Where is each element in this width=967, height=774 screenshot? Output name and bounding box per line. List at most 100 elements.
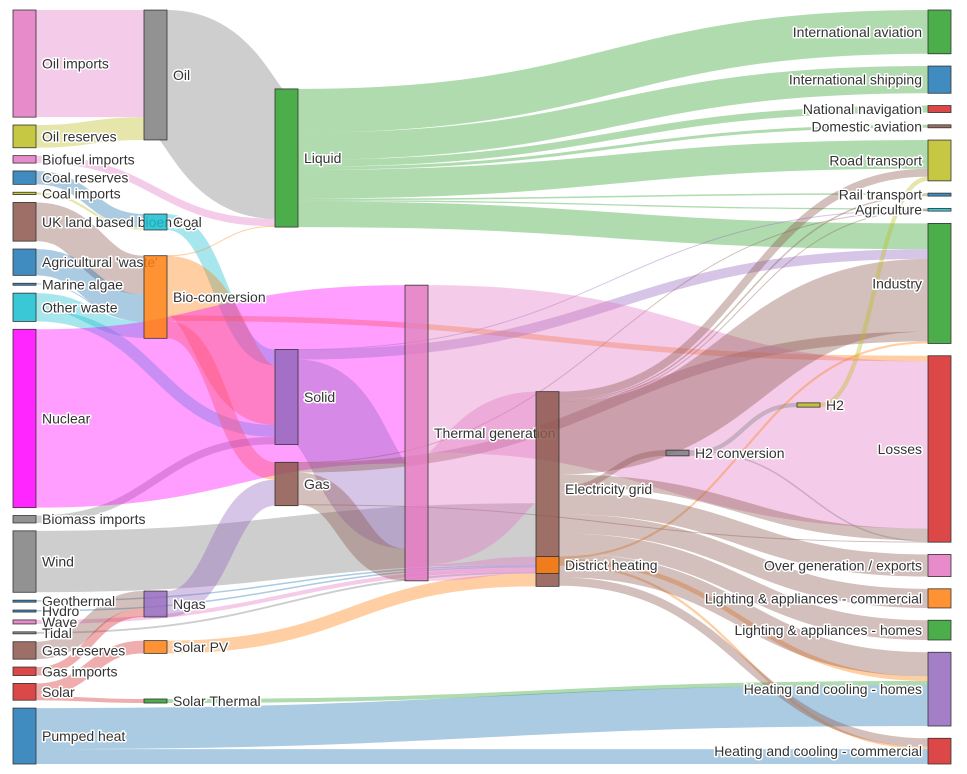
node-biofuel_imports[interactable]: Biofuel imports [12,150,136,169]
node-agri_waste[interactable]: Agricultural 'waste' [12,248,159,276]
link-biomass_imports-to-solid[interactable] [35,436,276,523]
link-agri_waste-to-bio_conversion[interactable] [35,249,145,321]
node-rect-oil_reserves[interactable] [12,124,37,149]
node-solid[interactable]: Solid [274,349,337,445]
node-electricity_grid[interactable]: Electricity grid [535,391,654,587]
node-rect-district_heating[interactable] [535,556,560,574]
node-rect-pumped_heat[interactable] [12,707,37,765]
link-solar_thermal-to-heat_homes[interactable] [166,680,929,704]
node-agriculture[interactable]: Agriculture [854,200,952,219]
link-bio_conversion-to-liquid[interactable] [166,225,276,257]
link-coal-to-solid[interactable] [165,214,277,366]
node-rect-heat_comm[interactable] [927,737,952,765]
node-rect-rail_transport[interactable] [927,192,952,197]
link-other_waste-to-bio_conversion[interactable] [35,293,145,338]
node-solar_pv[interactable]: Solar PV [143,638,230,657]
link-electricity_grid-to-heat_homes[interactable] [558,553,929,677]
node-rect-h2[interactable] [796,402,821,408]
node-h2_conversion[interactable]: H2 conversion [665,444,786,463]
link-district_heating-to-industry[interactable] [558,341,929,559]
node-gas_reserves[interactable]: Gas reserves [12,641,127,660]
link-bio_conversion-to-solid[interactable] [163,255,279,425]
node-rect-over_gen[interactable] [927,554,952,577]
node-rect-nuclear[interactable] [12,328,37,509]
link-liquid-to-rail_transport[interactable] [297,193,929,201]
node-road_transport[interactable]: Road transport [828,139,952,182]
link-liquid-to-natl_navigation[interactable] [297,105,929,167]
node-losses[interactable]: Losses [876,355,952,543]
link-liquid-to-road_transport[interactable] [297,140,929,199]
node-coal[interactable]: Coal [143,213,203,232]
link-coal_imports-to-coal[interactable] [35,192,145,230]
node-district_heating[interactable]: District heating [535,556,659,575]
link-bio_conversion-to-gas[interactable] [165,320,277,480]
node-rect-other_waste[interactable] [12,292,37,322]
link-electricity_grid-to-lighting_homes[interactable] [558,533,929,640]
link-hydro-to-electricity_grid[interactable] [35,566,537,612]
node-rect-h2_conversion[interactable] [665,449,690,457]
link-solid-to-thermal_gen[interactable] [291,359,412,549]
link-electricity_grid-to-lighting_comm[interactable] [558,514,929,608]
node-biomass_imports[interactable]: Biomass imports [12,510,147,529]
link-bio_conversion-to-losses[interactable] [166,315,929,362]
link-thermal_gen-to-electricity_grid[interactable] [423,391,541,565]
link-district_heating-to-heat_homes[interactable] [558,558,929,681]
node-industry[interactable]: Industry [871,222,952,344]
node-rect-geothermal[interactable] [12,599,37,603]
link-pumped_heat-to-heat_homes[interactable] [35,684,929,750]
link-other_waste-to-solid[interactable] [35,309,276,437]
link-district_heating-to-heat_comm[interactable] [558,563,929,750]
link-thermal_gen-to-losses[interactable] [427,285,929,529]
node-rect-bio_conversion[interactable] [143,255,168,339]
link-electricity_grid-to-h2_conversion[interactable] [558,450,667,493]
node-rect-intl_aviation[interactable] [927,9,952,55]
link-liquid-to-intl_aviation[interactable] [297,10,929,133]
node-rect-lighting_homes[interactable] [927,619,952,641]
node-wave[interactable]: Wave [12,612,79,631]
link-marine_algae-to-bio_conversion[interactable] [35,283,145,322]
node-rect-intl_shipping[interactable] [927,65,952,94]
link-liquid-to-agriculture[interactable] [297,200,929,210]
node-rect-marine_algae[interactable] [12,282,37,286]
node-ngas[interactable]: Ngas [143,590,207,618]
link-geothermal-to-electricity_grid[interactable] [35,564,537,602]
link-solar-to-solar_thermal[interactable] [35,696,145,704]
node-rect-coal_imports[interactable] [12,191,37,195]
node-over_gen[interactable]: Over generation / exports [763,554,952,577]
node-oil_reserves[interactable]: Oil reserves [12,124,118,149]
node-rect-solid[interactable] [274,349,299,445]
node-rect-road_transport[interactable] [927,139,952,182]
link-coal_reserves-to-coal[interactable] [35,170,145,228]
link-oil-to-liquid[interactable] [152,10,290,219]
link-electricity_grid-to-road_transport[interactable] [558,168,929,400]
node-rect-heat_homes[interactable] [927,651,952,727]
node-heat_comm[interactable]: Heating and cooling - commercial [713,737,952,765]
link-wind-to-electricity_grid[interactable] [35,503,537,593]
node-rect-wind[interactable] [12,530,37,593]
node-natl_navigation[interactable]: National navigation [801,100,952,119]
node-rect-thermal_gen[interactable] [404,284,429,582]
link-gas_reserves-to-ngas[interactable] [35,591,145,660]
node-rect-wave[interactable] [12,619,37,625]
link-electricity_grid-to-rail_transport[interactable] [558,194,929,401]
node-rail_transport[interactable]: Rail transport [837,185,952,204]
link-thermal_gen-to-district_heating[interactable] [427,556,537,581]
node-h2[interactable]: H2 [796,396,846,415]
node-rect-gas[interactable] [274,461,299,507]
node-coal_imports[interactable]: Coal imports [12,184,122,203]
node-rect-biofuel_imports[interactable] [12,155,37,164]
node-bio_conversion[interactable]: Bio-conversion [143,255,267,339]
node-rect-biomass_imports[interactable] [12,515,37,524]
node-marine_algae[interactable]: Marine algae [12,275,125,294]
node-rect-dom_aviation[interactable] [927,124,952,129]
node-rect-oil_imports[interactable] [12,9,37,118]
link-liquid-to-intl_shipping[interactable] [297,66,929,160]
link-tidal-to-electricity_grid[interactable] [35,571,537,634]
link-uk_bio-to-bio_conversion[interactable] [34,202,146,295]
link-gas-to-thermal_gen[interactable] [296,472,407,581]
link-h2-to-road_transport[interactable] [819,176,929,408]
node-dom_aviation[interactable]: Domestic aviation [810,117,952,136]
link-h2_conversion-to-h2[interactable] [688,402,798,456]
node-rect-agri_waste[interactable] [12,248,37,276]
node-tidal[interactable]: Tidal [12,623,73,642]
